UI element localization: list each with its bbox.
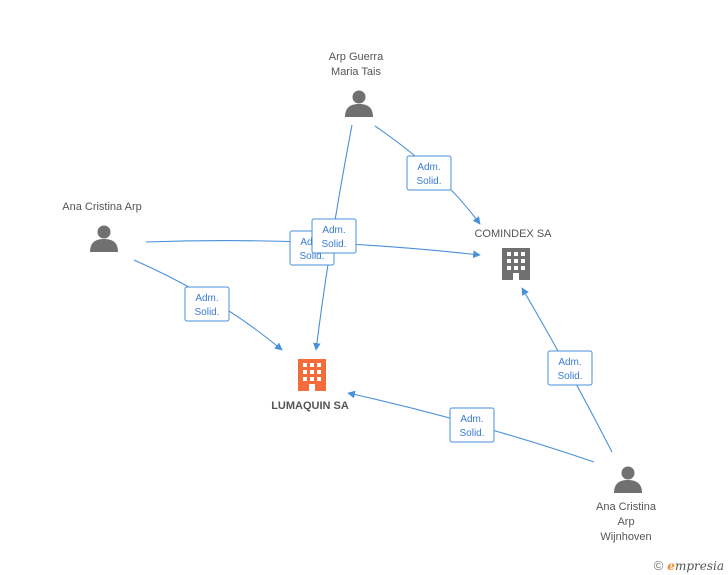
edge-label[interactable]: Adm. Solid. [184,286,230,322]
edge-label-line2: Solid. [557,371,582,382]
person-icon [345,90,373,117]
node-label-line: Maria Tais [331,66,381,78]
edge-label-line2: Solid. [416,176,441,187]
brand-logo: empresia [667,559,724,573]
edge-label-line2: Solid. [459,428,484,439]
person-icon [90,225,118,252]
edge-label[interactable]: Adm. Solid. [311,218,357,254]
node-arp-guerra[interactable]: Arp Guerra Maria Tais [329,51,384,117]
edge-label-line1: Adm. [460,414,483,425]
node-label-line: Arp [617,516,634,528]
brand-rest: mpresia [674,559,724,573]
node-label-line: LUMAQUIN SA [271,400,349,412]
edge-labels: Adm. Solid. Adm. Solid. Adm. Solid. Adm.… [184,155,593,443]
copyright-icon: © [653,558,664,573]
edge-label[interactable]: Adm. Solid. [547,350,593,386]
node-label-line: Ana Cristina Arp [62,201,141,213]
brand-initial: e [667,559,675,573]
node-label-line: Ana Cristina [596,501,657,513]
edge-label-line1: Adm. [558,357,581,368]
edge-label-line2: Solid. [321,239,346,250]
edge-label-line1: Adm. [322,225,345,236]
node-ana-wijnhoven[interactable]: Ana Cristina Arp Wijnhoven [596,466,657,544]
building-icon [298,359,326,391]
node-comindex[interactable]: COMINDEX SA [474,228,552,280]
person-icon [614,466,642,493]
edge-label-line1: Adm. [195,293,218,304]
node-label-line: Wijnhoven [600,531,651,543]
node-label-line: COMINDEX SA [474,228,552,240]
edge-label-line2: Solid. [299,251,324,262]
footer-brand: ©empresia [654,558,724,573]
building-icon [502,248,530,280]
edge-label-line2: Solid. [194,307,219,318]
node-ana-cristina-arp[interactable]: Ana Cristina Arp [62,201,142,252]
edge-label[interactable]: Adm. Solid. [449,407,495,443]
node-lumaquin[interactable]: LUMAQUIN SA [271,359,349,412]
edge-label-line1: Adm. [417,162,440,173]
edge-label[interactable]: Adm. Solid. [406,155,452,191]
node-label-line: Arp Guerra [329,51,384,63]
